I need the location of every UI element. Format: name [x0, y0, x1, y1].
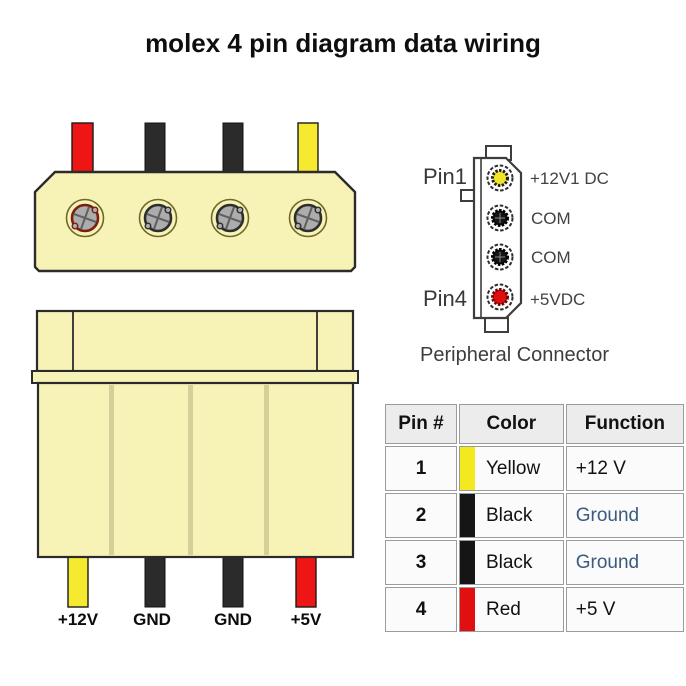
color-name: Black [485, 504, 533, 526]
wire-label-5v: +5V [290, 610, 322, 629]
cell-color-1: Yellow [458, 446, 564, 491]
back-view-main-body [36, 381, 355, 559]
molex-back-view-diagram [31, 309, 359, 608]
connector-side-tab [460, 189, 475, 202]
header-function: Function [565, 404, 684, 444]
back-view-top-section [35, 309, 355, 373]
wire-black-top-2 [222, 122, 244, 176]
pin-3-black [486, 243, 514, 271]
table-row: 1 Yellow +12 V [385, 446, 684, 491]
table-row: 2 Black Ground [385, 493, 684, 538]
pin-4-red [486, 283, 514, 311]
cell-function-4: +5 V [565, 587, 684, 632]
molex-front-view-diagram [33, 122, 357, 273]
table-header-row: Pin # Color Function [385, 404, 684, 444]
pin4-label: Pin4 [422, 286, 467, 311]
pin-1-yellow [486, 164, 514, 192]
cell-function-2: Ground [565, 493, 684, 538]
header-pin-number: Pin # [385, 404, 457, 444]
red-swatch [459, 588, 475, 631]
back-view-wires [67, 554, 317, 608]
cell-pin-2: 2 [385, 493, 457, 538]
color-name: Red [485, 598, 521, 620]
peripheral-connector-diagram [460, 145, 523, 333]
cell-color-4: Red [458, 587, 564, 632]
cell-color-2: Black [458, 493, 564, 538]
page-title: molex 4 pin diagram data wiring [145, 28, 541, 58]
cell-color-3: Black [458, 540, 564, 585]
pin3-signal-label: COM [531, 248, 571, 267]
wire-yellow-bottom [67, 554, 89, 608]
body-separator-3 [264, 385, 269, 555]
table-row: 4 Red +5 V [385, 587, 684, 632]
color-name: Black [485, 551, 533, 573]
cell-function-1: +12 V [565, 446, 684, 491]
black-swatch [459, 494, 475, 537]
pinout-table: Pin # Color Function 1 Yellow +12 V 2 Bl… [383, 402, 686, 634]
socket-2 [138, 198, 178, 238]
wire-label-gnd-1: GND [133, 610, 171, 629]
wire-black-bottom-2 [222, 554, 244, 608]
wire-red-bottom [295, 554, 317, 608]
wire-label-12v: +12V [57, 610, 99, 629]
back-view-flange [31, 370, 359, 384]
pin4-signal-label: +5VDC [530, 290, 586, 309]
body-separator-1 [109, 385, 114, 555]
cell-pin-1: 1 [385, 446, 457, 491]
cell-function-3: Ground [565, 540, 684, 585]
table-row: 3 Black Ground [385, 540, 684, 585]
connector-body [472, 156, 523, 320]
yellow-swatch [459, 447, 475, 490]
cell-pin-3: 3 [385, 540, 457, 585]
wire-black-top-1 [144, 122, 166, 176]
front-view-body [33, 170, 357, 273]
connector-bottom-tab [484, 317, 509, 333]
wire-label-gnd-2: GND [214, 610, 252, 629]
header-color: Color [458, 404, 564, 444]
peripheral-connector-caption: Peripheral Connector [420, 344, 609, 366]
pin2-signal-label: COM [531, 209, 571, 228]
cell-pin-4: 4 [385, 587, 457, 632]
pin1-signal-label: +12V1 DC [530, 169, 609, 188]
wire-yellow-top [297, 122, 319, 176]
black-swatch [459, 541, 475, 584]
wire-red-top [71, 122, 94, 176]
socket-1 [65, 198, 105, 238]
wire-black-bottom-1 [144, 554, 166, 608]
pin1-label: Pin1 [422, 164, 467, 189]
body-separator-2 [188, 385, 193, 555]
socket-4 [288, 198, 328, 238]
pin-2-black [486, 204, 514, 232]
color-name: Yellow [485, 457, 541, 479]
front-view-wires [71, 122, 319, 176]
socket-3 [210, 198, 250, 238]
